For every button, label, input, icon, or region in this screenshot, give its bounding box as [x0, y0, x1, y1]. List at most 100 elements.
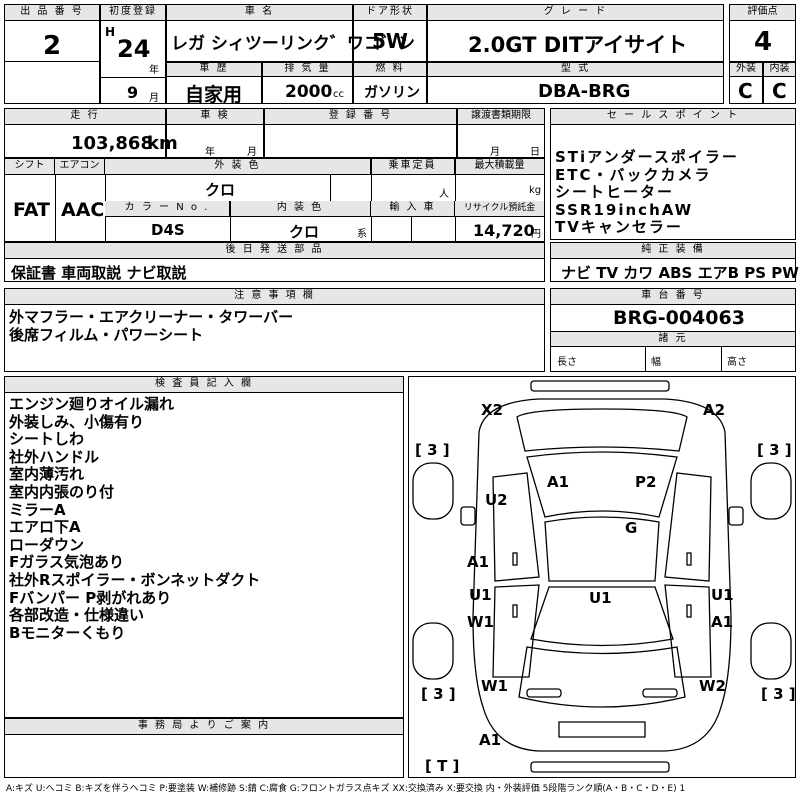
recycle-unit: 円 — [531, 229, 541, 240]
damage-mark: U2 — [485, 491, 508, 509]
damage-mark: A1 — [479, 731, 501, 749]
chassis-number: BRG-004063 — [613, 307, 745, 329]
office-box: 事 務 局 よ り ご 案 内 — [4, 718, 404, 778]
damage-mark: U1 — [589, 589, 612, 607]
height-label: 高さ — [727, 357, 747, 368]
color-label: 外 装 色 — [105, 159, 371, 175]
door-label: ドア形状 — [354, 5, 426, 21]
spec-block: シフト エアコン 外 装 色 乗車定員 最大積載量 FAT AAC クロ 人 k… — [4, 158, 545, 242]
displacement-unit: cc — [333, 89, 344, 100]
damage-mark: A2 — [703, 401, 725, 419]
inspector-line: 外装しみ、小傷有り — [9, 412, 145, 431]
damage-mark: A1 — [547, 473, 569, 491]
first-reg-label: 初度登録 — [101, 5, 165, 21]
first-registration-cell: 初度登録 H 24 年 9 月 — [100, 4, 166, 104]
transfer-day-unit: 日 — [530, 147, 540, 158]
reg-year: 24 — [117, 35, 151, 63]
length-label: 長さ — [557, 357, 577, 368]
colorno-label: カ ラ ー N o . — [105, 201, 230, 217]
damage-mark: W2 — [699, 677, 726, 695]
inspector-line: Fガラス気泡あり — [9, 553, 124, 572]
chassis-box: 車 台 番 号 BRG-004063 諸 元 長さ 幅 高さ — [550, 288, 796, 372]
notes-list: 外マフラー・エアクリーナー・タワーバー後席フィルム・パワーシート — [9, 308, 294, 344]
exterior-label: 外装 — [730, 63, 762, 77]
door-type: 5W — [372, 29, 408, 53]
regno-label: 登 録 番 号 — [265, 109, 456, 125]
lot-number: 2 — [43, 31, 62, 61]
shift: FAT — [13, 199, 50, 221]
mileage: 103,868 — [71, 133, 153, 154]
damage-mark: A1 — [711, 613, 733, 631]
ac-label: エアコン — [55, 159, 105, 175]
grade-label: グ レ ー ド — [428, 5, 723, 21]
damage-mark: [ 3 ] — [757, 441, 792, 459]
note-line: 外マフラー・エアクリーナー・タワーバー — [9, 308, 294, 326]
inspector-line: シートしわ — [9, 430, 85, 449]
score-cell: 評価点 4 — [729, 4, 796, 62]
damage-mark: W1 — [481, 677, 508, 695]
sales-label: セ ー ル ス ポ イ ン ト — [551, 109, 795, 125]
displacement-cell: 排 気 量 2000 cc — [262, 62, 353, 104]
sales-point: シートヒーター — [555, 183, 675, 202]
score: 4 — [754, 27, 773, 57]
regno-cell: 登 録 番 号 — [264, 108, 457, 158]
inspection-cell: 車 検 年 月 — [166, 108, 264, 158]
history-label: 車 歴 — [167, 63, 261, 77]
intcolor-unit: 系 — [357, 229, 367, 240]
inspector-line: ミラーA — [9, 500, 66, 519]
equipment: ナビ TV カワ ABS エアB PS PW — [561, 264, 799, 282]
exterior-grade: C — [738, 79, 753, 103]
mileage-label: 走 行 — [5, 109, 165, 125]
car-name-label: 車 名 — [167, 5, 352, 21]
damage-mark: X2 — [481, 401, 503, 419]
inspection-label: 車 検 — [167, 109, 263, 125]
inspector-line: 各部改造・仕様違い — [9, 606, 145, 625]
sales-point: ETC・バックカメラ — [555, 165, 712, 184]
sales-point: STiアンダースポイラー — [555, 148, 739, 166]
model-cell: 型 式 DBA-BRG — [427, 62, 724, 104]
later-parts-box: 後 日 発 送 部 品 保証書 車両取説 ナビ取説 — [4, 242, 545, 282]
exterior-cell: 外装 C — [729, 62, 763, 104]
inspector-label: 検 査 員 記 入 欄 — [5, 377, 403, 393]
inspector-line: 室内薄汚れ — [9, 465, 85, 484]
damage-mark: U1 — [711, 586, 734, 604]
load-label: 最大積載量 — [455, 159, 544, 175]
note-line: 後席フィルム・パワーシート — [9, 325, 204, 344]
damage-mark: [ 3 ] — [761, 685, 795, 703]
model: DBA-BRG — [538, 81, 631, 102]
equip-label: 純 正 装 備 — [551, 243, 795, 259]
width-label: 幅 — [651, 357, 661, 368]
fuel: ガソリン — [364, 85, 420, 101]
month-unit: 月 — [149, 93, 159, 104]
displacement: 2000 — [285, 82, 333, 102]
sales-point: SSR19inchAW — [555, 200, 694, 219]
notes-box: 注 意 事 項 欄 外マフラー・エアクリーナー・タワーバー後席フィルム・パワーシ… — [4, 288, 545, 372]
interior-label: 内装 — [764, 63, 795, 77]
capacity-label: 乗車定員 — [371, 159, 455, 175]
import-label: 輸 入 車 — [371, 201, 455, 217]
transfer-label: 譲渡書類期限 — [458, 109, 544, 125]
door-cell: ドア形状 5W — [353, 4, 427, 62]
later-parts: 保証書 車両取説 ナビ取説 — [11, 264, 187, 282]
era: H — [105, 25, 116, 39]
mileage-cell: 走 行 103,868 km — [4, 108, 178, 158]
interior-color: クロ — [289, 223, 320, 241]
fuel-label: 燃 料 — [354, 63, 426, 77]
exterior-color: クロ — [205, 181, 236, 199]
grade: 2.0GT DITアイサイト — [468, 33, 688, 57]
specs-label: 諸 元 — [551, 331, 795, 347]
year-unit: 年 — [149, 65, 159, 76]
inspector-line: 社外ハンドル — [9, 447, 100, 466]
damage-mark: [ T ] — [425, 757, 459, 775]
shift-label: シフト — [5, 159, 55, 175]
equipment-box: 純 正 装 備 ナビ TV カワ ABS エアB PS PW — [550, 242, 799, 282]
aircon: AAC — [61, 199, 105, 221]
recycle-label: リサイクル預託金 — [455, 201, 544, 217]
displacement-label: 排 気 量 — [263, 63, 352, 77]
inspector-line: 室内内張のり付 — [9, 482, 115, 501]
inspector-line: Bモニターくもり — [9, 623, 126, 642]
transfer-cell: 譲渡書類期限 月 日 — [457, 108, 545, 158]
damage-mark: U1 — [469, 586, 492, 604]
intcolor-label: 内 装 色 — [230, 201, 371, 217]
